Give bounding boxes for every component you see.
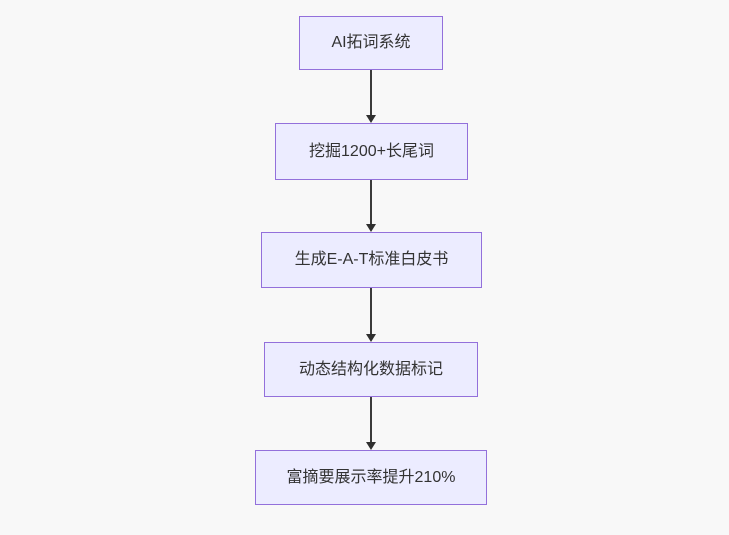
flow-node-ai-word-expansion: AI拓词系统: [299, 16, 443, 70]
flow-node-label: 动态结构化数据标记: [298, 360, 443, 378]
arrow-head-icon: [366, 115, 376, 123]
arrow-head-icon: [366, 334, 376, 342]
arrow-b-to-c: [366, 180, 376, 232]
flow-node-eat-whitepaper: 生成E-A-T标准白皮书: [261, 232, 482, 288]
arrow-shaft: [370, 70, 372, 117]
flow-node-label: 生成E-A-T标准白皮书: [294, 251, 449, 269]
flow-node-rich-snippet-result: 富摘要展示率提升210%: [255, 450, 487, 505]
arrow-d-to-e: [366, 397, 376, 450]
arrow-shaft: [370, 288, 372, 336]
arrow-shaft: [370, 180, 372, 226]
flow-node-longtail-mining: 挖掘1200+长尾词: [275, 123, 468, 180]
arrow-c-to-d: [366, 288, 376, 342]
flow-node-structured-data: 动态结构化数据标记: [264, 342, 478, 397]
flow-node-label: 富摘要展示率提升210%: [286, 468, 456, 486]
arrow-head-icon: [366, 442, 376, 450]
flow-node-label: AI拓词系统: [331, 34, 411, 52]
flow-node-label: 挖掘1200+长尾词: [309, 142, 434, 160]
arrow-shaft: [370, 397, 372, 444]
arrow-a-to-b: [366, 70, 376, 123]
arrow-head-icon: [366, 224, 376, 232]
